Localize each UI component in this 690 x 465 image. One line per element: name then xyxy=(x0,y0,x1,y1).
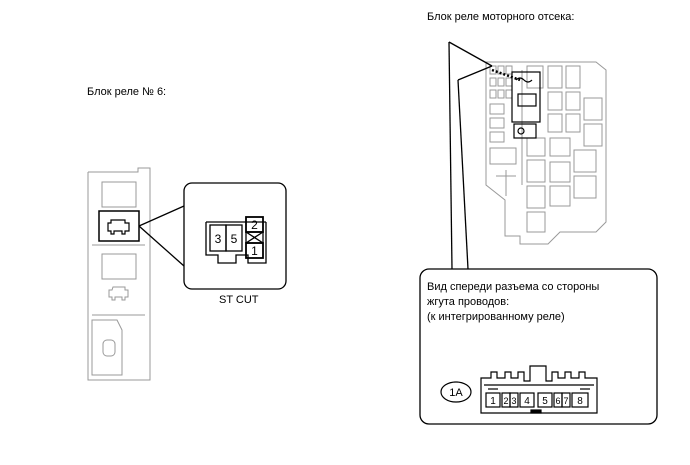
front-view-caption-line1: Вид спереди разъема со стороны xyxy=(427,281,600,293)
st-cut-connector xyxy=(205,216,267,264)
connector-code-1a: 1A xyxy=(449,387,463,399)
connector-1a-pin-5: 5 xyxy=(542,396,548,407)
st-cut-label: ST CUT xyxy=(219,294,259,306)
connector-1a-pin-2: 2 xyxy=(503,396,508,406)
connector-1a-pin-4: 4 xyxy=(524,396,530,407)
connector-1a-pin-3: 3 xyxy=(511,396,516,406)
st-cut-pin-2: 2 xyxy=(251,218,258,232)
integrated-relay-highlight xyxy=(491,68,541,139)
front-view-caption-line3: (к интегрированному реле) xyxy=(427,311,565,323)
connector-1a-pin-6: 6 xyxy=(555,396,560,406)
engine-relay-block-title: Блок реле моторного отсека: xyxy=(427,11,575,23)
engine-relay-block xyxy=(485,61,607,245)
st-cut-pin-5: 5 xyxy=(231,232,238,246)
connector-1a xyxy=(440,365,598,414)
relay-block-6 xyxy=(87,167,151,381)
connector-callout xyxy=(419,41,658,425)
front-view-caption-line2: жгута проводов: xyxy=(427,296,510,308)
connector-1a-pin-8: 8 xyxy=(577,396,583,407)
st-cut-pin-3: 3 xyxy=(215,232,222,246)
st-cut-callout xyxy=(138,182,287,290)
st-cut-pin-1: 1 xyxy=(251,244,258,258)
connector-1a-pin-7: 7 xyxy=(563,396,568,406)
relay-block-6-title: Блок реле № 6: xyxy=(87,86,167,98)
connector-1a-pin-1: 1 xyxy=(490,396,496,407)
